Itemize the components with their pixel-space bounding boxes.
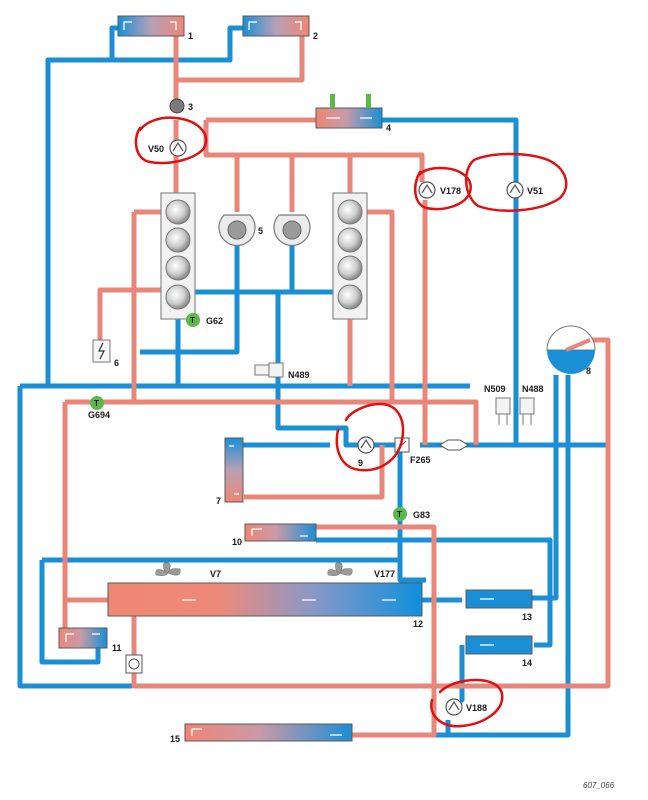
temperature-sensor-icon: T G83 bbox=[393, 507, 430, 521]
cylinder-bank-left bbox=[160, 192, 196, 320]
pump-icon bbox=[125, 654, 143, 674]
cooler-14: 14 bbox=[465, 635, 533, 668]
label-v177: V177 bbox=[374, 569, 395, 579]
label-11: 11 bbox=[112, 643, 122, 653]
label-g62: G62 bbox=[206, 316, 223, 326]
valve-icon: 3 bbox=[169, 98, 193, 114]
expansion-tank-icon: 8 bbox=[546, 325, 596, 376]
label-7: 7 bbox=[216, 496, 221, 506]
figure-caption: 607_066 bbox=[583, 781, 615, 790]
label-15: 15 bbox=[170, 734, 180, 744]
label-12: 12 bbox=[413, 619, 423, 629]
annotation-marks bbox=[134, 116, 568, 728]
pump-icon: V178 bbox=[418, 181, 461, 199]
cooler-10: 10 bbox=[232, 523, 317, 547]
label-9: 9 bbox=[358, 458, 363, 468]
label-n488: N488 bbox=[522, 384, 544, 394]
thermostat-icon: F265 bbox=[394, 437, 469, 465]
sensor-letter: T bbox=[190, 316, 195, 325]
pump-icon: V188 bbox=[445, 698, 487, 716]
sensor-letter: T bbox=[94, 399, 99, 408]
label-n509: N509 bbox=[484, 384, 506, 394]
valve-icon: N488 bbox=[519, 384, 544, 425]
valve-icon: N509 bbox=[484, 384, 511, 425]
temperature-sensor-icon: T G62 bbox=[186, 313, 223, 327]
label-g83: G83 bbox=[413, 510, 430, 520]
label-v7: V7 bbox=[210, 569, 221, 579]
label-v50: V50 bbox=[148, 144, 164, 154]
label-13: 13 bbox=[522, 612, 532, 622]
label-5: 5 bbox=[258, 226, 263, 236]
fan-icon: V7 bbox=[155, 562, 221, 579]
pump-icon: 9 bbox=[357, 436, 375, 468]
label-f265: F265 bbox=[410, 455, 431, 465]
label-g694: G694 bbox=[88, 410, 110, 420]
temperature-sensor-icon: T G694 bbox=[88, 396, 110, 420]
label-6: 6 bbox=[114, 358, 119, 368]
label-n489: N489 bbox=[288, 370, 310, 380]
cylinder-bank-right bbox=[332, 192, 368, 320]
label-1: 1 bbox=[188, 31, 193, 41]
label-4: 4 bbox=[386, 123, 391, 133]
sensor-letter: T bbox=[397, 510, 402, 519]
turbocharger-5: 5 bbox=[218, 214, 311, 247]
cooler-11: 11 bbox=[58, 627, 122, 653]
cooler-4: 4 bbox=[315, 94, 391, 133]
cooler-13: 13 bbox=[465, 589, 533, 622]
label-3: 3 bbox=[188, 102, 193, 112]
label-v51: V51 bbox=[527, 186, 543, 196]
heater-icon: 6 bbox=[92, 339, 119, 368]
hot-pipes bbox=[62, 28, 611, 738]
label-8: 8 bbox=[586, 366, 591, 376]
pump-icon: V51 bbox=[506, 181, 543, 199]
fan-icon: V177 bbox=[327, 562, 395, 579]
label-2: 2 bbox=[313, 31, 318, 41]
heater-core-2: 2 bbox=[242, 15, 318, 41]
label-14: 14 bbox=[522, 658, 532, 668]
cold-pipes bbox=[17, 25, 608, 738]
heater-core-1: 1 bbox=[117, 15, 193, 41]
main-radiator-12: 12 bbox=[107, 582, 423, 629]
cooler-15: 15 bbox=[170, 723, 353, 744]
cooler-7: 7 bbox=[216, 437, 244, 506]
valve-icon: N489 bbox=[254, 362, 310, 380]
label-v188: V188 bbox=[466, 703, 487, 713]
pump-icon: V50 bbox=[148, 139, 187, 157]
label-10: 10 bbox=[232, 537, 242, 547]
label-v178: V178 bbox=[440, 186, 461, 196]
